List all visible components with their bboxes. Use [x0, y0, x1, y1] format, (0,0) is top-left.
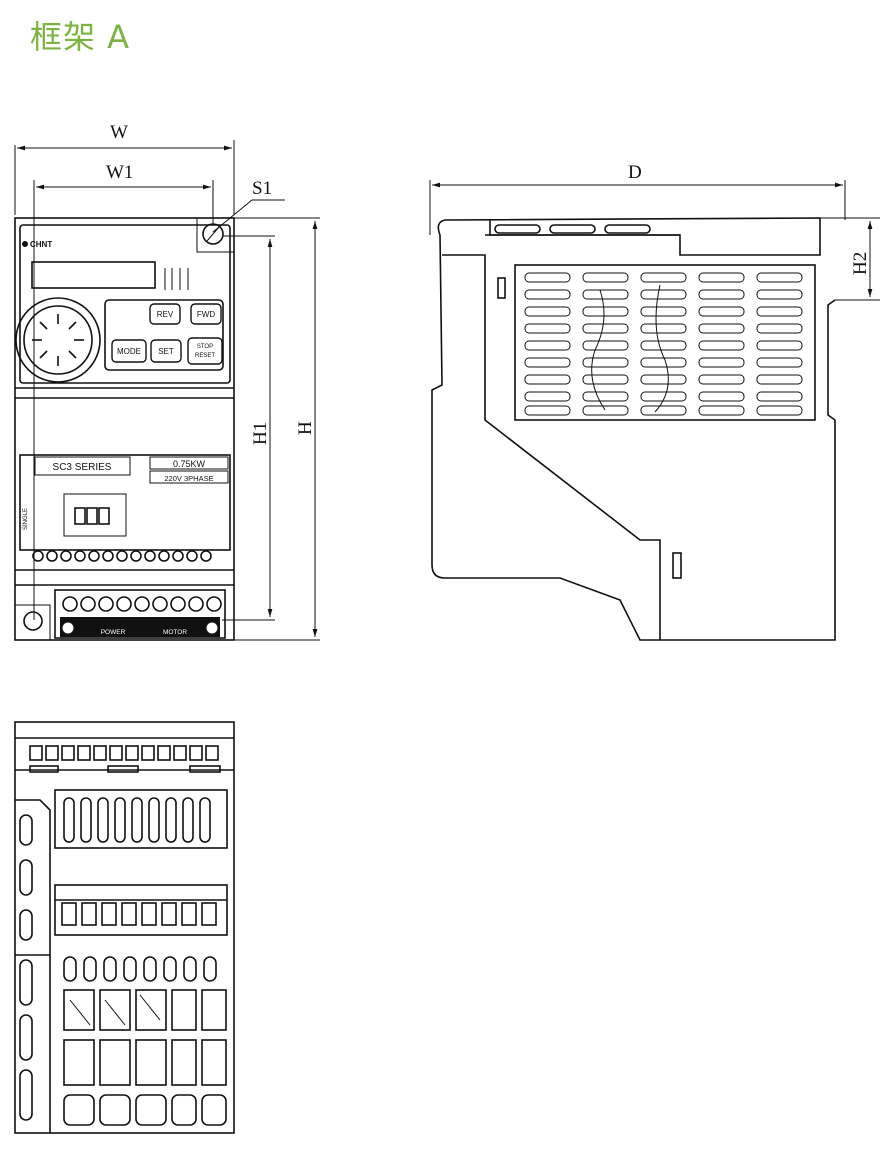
brand-logo: CHNT: [30, 240, 52, 249]
dim-h-label: H: [295, 421, 316, 435]
svg-text:STOP: STOP: [197, 344, 213, 350]
display-window: [31, 261, 156, 289]
frame-title: 框架 A: [30, 18, 131, 56]
svg-text:MODE: MODE: [117, 347, 141, 356]
dim-s1-label: S1: [252, 178, 272, 199]
svg-text:RESET: RESET: [195, 353, 215, 359]
svg-text:220V 3PHASE: 220V 3PHASE: [164, 474, 213, 483]
svg-text:REV: REV: [157, 310, 174, 319]
rating-label: 0.75KW 220V 3PHASE: [149, 456, 229, 484]
svg-text:0.75KW: 0.75KW: [173, 459, 206, 469]
front-view: W W1 S1 H1 H CHNT: [14, 122, 320, 641]
control-knob: [15, 297, 101, 383]
fwd-button: FWD: [190, 303, 222, 325]
bottom-view: [14, 721, 235, 1134]
mounting-hole-bottom: [23, 611, 43, 631]
dim-d-label: D: [628, 162, 642, 183]
side-tag: SINGLE: [23, 508, 29, 530]
side-view: D H2: [429, 162, 880, 641]
mounting-hole-top: [202, 223, 224, 245]
series-label: SC3 SERIES: [34, 456, 131, 476]
rev-button: REV: [149, 303, 181, 325]
dim-h1-label: H1: [250, 422, 271, 445]
power-terminal-label: POWER: [101, 629, 126, 636]
control-terminals: [32, 550, 212, 562]
motor-terminal-label: MOTOR: [163, 629, 187, 636]
mode-button: MODE: [111, 339, 147, 363]
stop-reset-button: STOP RESET: [187, 337, 223, 365]
set-button: SET: [150, 339, 182, 363]
dim-w1-label: W1: [106, 162, 133, 183]
svg-text:SET: SET: [158, 347, 174, 356]
svg-text:FWD: FWD: [197, 310, 215, 319]
svg-text:SC3 SERIES: SC3 SERIES: [53, 462, 112, 473]
vent-slots: [524, 272, 803, 416]
power-terminals: [62, 596, 222, 612]
dim-h2-label: H2: [850, 252, 871, 275]
dim-w-label: W: [110, 122, 128, 143]
